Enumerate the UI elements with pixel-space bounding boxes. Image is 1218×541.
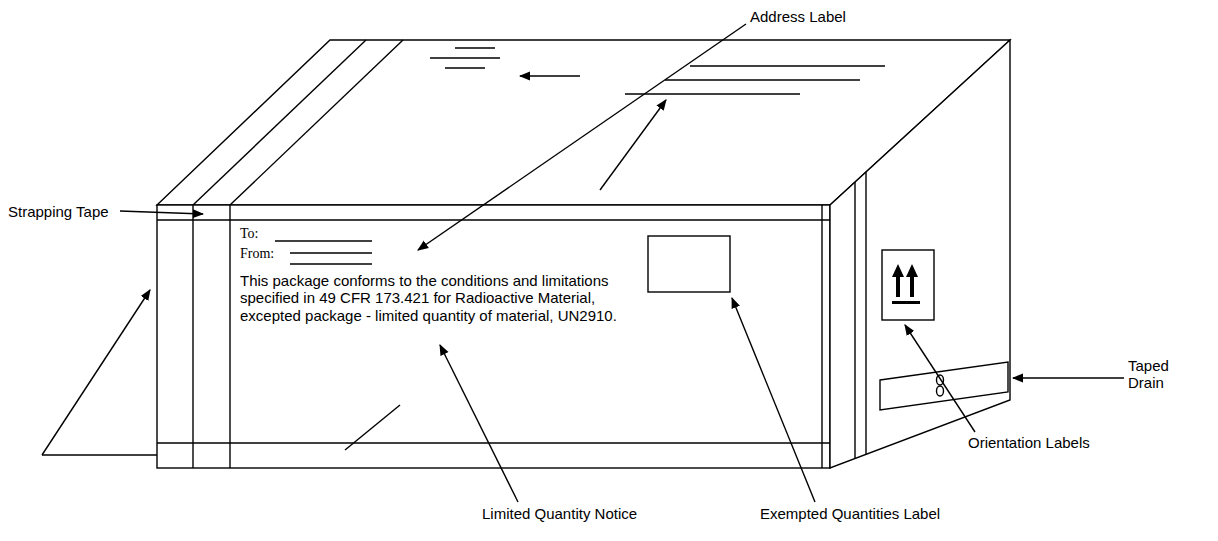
taped-drain: [880, 362, 1008, 410]
callout-label: Orientation Labels: [968, 434, 1090, 451]
callout-label: Limited Quantity Notice: [482, 505, 637, 522]
callout-label: Strapping Tape: [8, 203, 109, 220]
address-field: From:: [240, 246, 274, 262]
address-field: To:: [240, 226, 258, 242]
callout-label: Taped Drain: [1128, 357, 1188, 392]
front-face: [157, 205, 830, 468]
callout-label: Exempted Quantities Label: [760, 505, 940, 522]
callout-label: Address Label: [750, 8, 846, 25]
right-face: [830, 40, 1010, 468]
orientation-arrows: [892, 264, 920, 304]
exempted-quantities-label-rect: [648, 236, 730, 292]
orientation-label-rect: [882, 250, 934, 320]
notice-text: This package conforms to the conditions …: [240, 272, 625, 324]
